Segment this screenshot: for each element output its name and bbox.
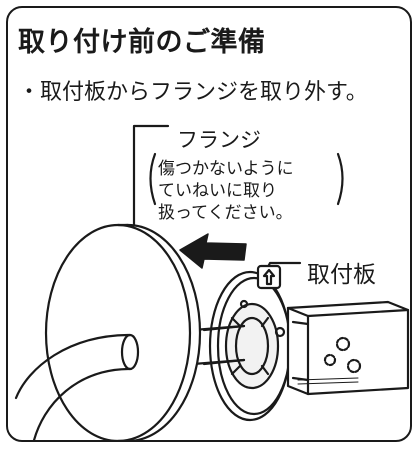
note-bracket-right — [336, 152, 344, 206]
instruction-text: ・取付板からフランジを取り外す。 — [18, 80, 368, 105]
flange-disc — [44, 223, 202, 440]
care-note-line-1: 傷つかないように — [158, 159, 294, 179]
note-bracket-left — [149, 152, 157, 206]
mounting-plate — [208, 270, 292, 422]
flange-label: フランジ — [177, 128, 261, 152]
device-box — [286, 300, 410, 396]
mounting-plate-label: 取付板 — [307, 262, 376, 288]
up-arrow-mark-icon — [256, 264, 282, 290]
flange-removal-illustration — [14, 124, 410, 440]
care-note-line-3: 扱ってください。 — [158, 203, 293, 223]
direction-arrow-icon — [179, 233, 247, 269]
care-note-line-2: ていねいに取り — [158, 181, 277, 201]
flange-leader-line — [132, 124, 170, 228]
pipe — [14, 333, 140, 440]
care-note: 傷つかないように ていねいに取り 扱ってください。 — [158, 158, 348, 224]
instruction-panel: 取り付け前のご準備 ・取付板からフランジを取り外す。 フランジ 傷つかないように… — [6, 6, 412, 442]
page-title: 取り付け前のご準備 — [18, 27, 266, 58]
